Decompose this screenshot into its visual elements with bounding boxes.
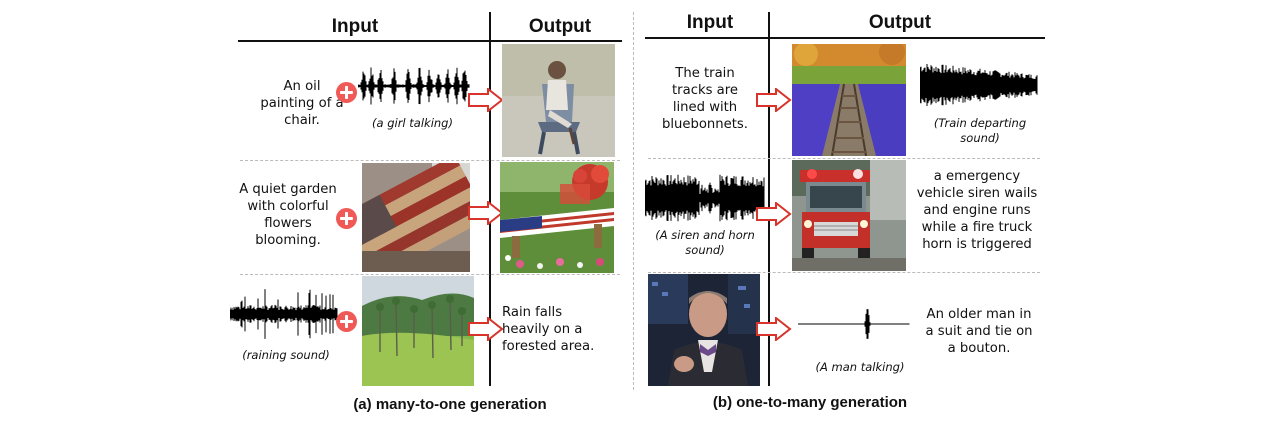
left-row-separator-1 [240, 160, 620, 161]
older-man-image [648, 274, 760, 386]
plus-icon [336, 311, 357, 332]
arrow-right-icon [756, 317, 792, 341]
right-column-divider [768, 12, 770, 386]
plus-icon [336, 208, 357, 229]
left-header-rule [238, 40, 622, 42]
right-header-rule [645, 37, 1045, 39]
left-output-header: Output [528, 16, 592, 37]
waveform-icon [645, 174, 765, 222]
garden-bench-image [500, 162, 614, 273]
waveform-icon [798, 309, 910, 339]
right-row-separator-1 [648, 158, 1040, 159]
waveform-icon [920, 64, 1038, 106]
arrow-right-icon [756, 202, 792, 226]
arrow-right-icon [756, 88, 792, 112]
right-row3-audio-caption: (A man talking) [815, 360, 905, 374]
waveform-icon [230, 289, 338, 339]
left-input-header: Input [331, 16, 379, 37]
arrow-right-icon [468, 317, 504, 341]
arrow-right-icon [468, 201, 504, 225]
left-panel-caption: (a) many-to-one generation [353, 396, 547, 413]
fire-truck-image [792, 160, 906, 271]
train-tracks-image [792, 44, 906, 156]
right-row-separator-2 [648, 272, 1040, 273]
chair-painting-image [502, 44, 615, 157]
plus-icon [336, 82, 357, 103]
waveform-icon [358, 67, 470, 105]
panel-separator [633, 12, 634, 390]
left-row1-audio-caption: (a girl talking) [372, 116, 453, 130]
palm-forest-image [362, 276, 474, 386]
right-input-header: Input [686, 12, 734, 33]
flag-table-image [362, 163, 470, 272]
right-output-header: Output [868, 12, 932, 33]
arrow-right-icon [468, 88, 504, 112]
right-panel-caption: (b) one-to-many generation [712, 394, 908, 411]
left-row-separator-2 [240, 274, 620, 275]
left-row3-audio-caption: (raining sound) [242, 348, 330, 362]
left-column-divider [489, 12, 491, 386]
